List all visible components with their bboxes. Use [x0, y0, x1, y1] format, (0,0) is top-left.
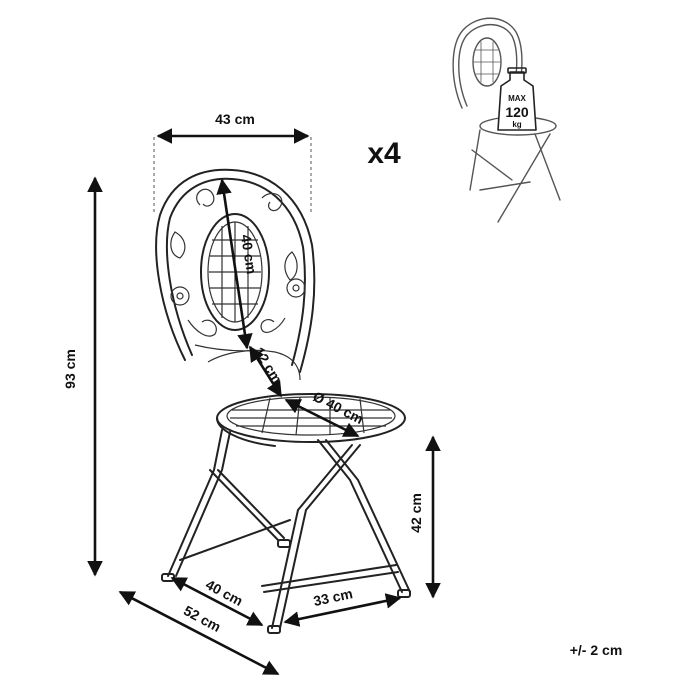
- chair-illustration: [155, 168, 411, 634]
- dim-backrest-height: 40 cm: [238, 233, 260, 275]
- load-badge-max: MAX: [508, 94, 526, 103]
- quantity-label: x4: [367, 137, 401, 170]
- dim-width-top: 43 cm: [215, 111, 255, 127]
- dim-seat-height: 42 cm: [408, 493, 424, 533]
- dim-base-depth: 52 cm: [181, 602, 224, 635]
- load-badge-unit: kg: [512, 120, 521, 129]
- thumbnail-chair-illustration: [452, 17, 561, 223]
- dimension-lines: [87, 128, 441, 676]
- dim-seat-backrest-gap: 12 cm: [251, 344, 286, 386]
- tolerance-note: +/- 2 cm: [570, 642, 623, 658]
- dim-height-total: 93 cm: [62, 349, 78, 389]
- dim-base-width: 33 cm: [312, 585, 354, 609]
- dim-seat-diameter: Ø 40 cm: [310, 388, 366, 427]
- load-badge-value: 120: [505, 104, 529, 120]
